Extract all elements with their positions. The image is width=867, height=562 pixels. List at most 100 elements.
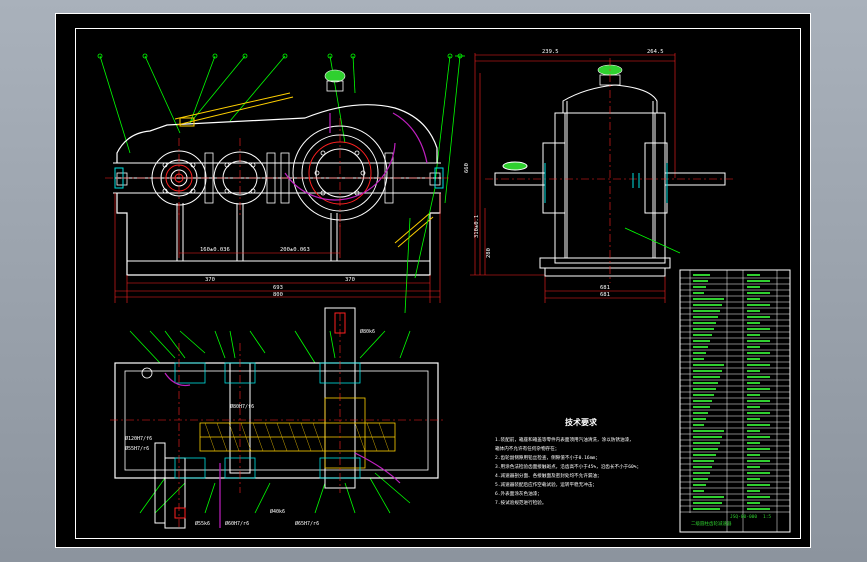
outer-border — [55, 13, 811, 548]
parts-list-row-mark — [693, 466, 712, 468]
title-block-code: JSQ-00-000 — [730, 514, 757, 520]
parts-list-row-mark — [693, 496, 724, 498]
parts-list-row-mark — [693, 340, 710, 342]
parts-list-row-mark — [747, 478, 760, 480]
parts-list-row-mark — [747, 454, 760, 456]
dim-center-distance-2: 200±0.063 — [280, 247, 310, 253]
parts-list-row-mark — [693, 322, 716, 324]
parts-list-row-mark — [747, 352, 770, 354]
parts-list-row-mark — [693, 436, 722, 438]
dim-side-left: 239.5 — [542, 49, 559, 55]
dim-half-length-left: 370 — [205, 277, 215, 283]
fit-label-1: Ø120H7/f6 — [125, 435, 152, 442]
tech-line-4: 3.用涂色法检验齿面接触斑点，沿齿高不小于45%，沿齿长不小于60%； — [495, 463, 641, 470]
parts-list-row-mark — [747, 466, 760, 468]
fit-label-2: Ø55k6 — [195, 520, 210, 527]
parts-list-row-mark — [693, 502, 722, 504]
parts-list-row-mark — [747, 496, 770, 498]
vent-cap — [324, 69, 346, 92]
parts-list-row-mark — [747, 370, 760, 372]
parts-list-row-mark — [693, 508, 720, 510]
parts-list-row-mark — [693, 454, 716, 456]
parts-list-row-mark — [693, 484, 706, 486]
parts-list-row-mark — [693, 280, 708, 282]
parts-list-row-mark — [747, 382, 760, 384]
parts-list-row-mark — [693, 298, 724, 300]
dim-side-height: 660 — [464, 163, 470, 173]
parts-list-row-mark — [693, 364, 724, 366]
parts-list-row-mark — [747, 328, 770, 330]
parts-list-row-mark — [747, 412, 770, 414]
parts-list-row-mark — [747, 418, 760, 420]
title-block-name: 二级圆柱齿轮减速器 — [691, 520, 732, 527]
parts-list-row-mark — [693, 478, 708, 480]
parts-list-row-mark — [693, 418, 706, 420]
parts-list-row-mark — [693, 490, 704, 492]
parts-list-row-mark — [747, 292, 770, 294]
parts-list-row-mark — [747, 436, 770, 438]
parts-list-row-mark — [693, 376, 720, 378]
front-view: 160±0.036 200±0.063 370 370 693 800 — [97, 53, 463, 314]
dim-base-length: 693 — [273, 285, 283, 291]
tech-line-8: 7.按试验规范进行检验。 — [495, 499, 546, 506]
side-view: 239.5 264.5 660 280 310±0.1 681 681 — [455, 49, 735, 303]
drawing-canvas: 160±0.036 200±0.063 370 370 693 800 — [55, 13, 811, 548]
parts-list-row-mark — [693, 382, 718, 384]
parts-list-row-mark — [693, 430, 724, 432]
tech-line-5: 4.减速器剖分面、各接触面及密封处均不允许漏油； — [495, 472, 602, 479]
dim-side-axis-height: 310±0.1 — [474, 215, 480, 238]
tech-line-3: 2.齿轮副侧隙用铅丝检查，侧隙值不小于0.16mm； — [495, 454, 600, 461]
parts-list-row-mark — [747, 490, 760, 492]
parts-list: 二级圆柱齿轮减速器 JSQ-00-000 1:5 — [679, 269, 791, 533]
parts-list-row-mark — [747, 274, 760, 276]
parts-list-row-mark — [693, 412, 708, 414]
parts-list-row-mark — [693, 388, 716, 390]
parts-list-row-mark — [747, 322, 760, 324]
fit-label-4: Ø60H7/r6 — [225, 520, 249, 527]
parts-list-row-mark — [693, 460, 714, 462]
tech-line-1: 1.装配前，箱座和箱盖等零件内表面须用汽油清洗，涂以防锈油漆， — [495, 436, 634, 443]
parts-list-row-mark — [693, 286, 706, 288]
parts-list-row-mark — [747, 448, 770, 450]
parts-list-row-mark — [747, 460, 770, 462]
parts-list-row-mark — [693, 346, 708, 348]
dipstick — [174, 92, 434, 248]
parts-list-row-mark — [747, 424, 770, 426]
parts-list-row-mark — [747, 334, 760, 336]
drawing-sheet: 160±0.036 200±0.063 370 370 693 800 — [55, 13, 811, 548]
parts-list-row-mark — [693, 424, 704, 426]
fit-label-3: Ø80H7/f6 — [230, 403, 254, 410]
dim-center-distance-1: 160±0.036 — [200, 247, 230, 253]
parts-list-row-mark — [747, 400, 770, 402]
dim-side-width-1: 681 — [600, 285, 610, 291]
fit-label-8: Ø55H7/r6 — [125, 445, 149, 452]
parts-list-row-mark — [747, 286, 760, 288]
parts-list-row-mark — [747, 280, 770, 282]
parts-list-row-mark — [747, 484, 770, 486]
parts-list-row-mark — [747, 346, 760, 348]
parts-list-row-mark — [747, 376, 770, 378]
parts-list-row-mark — [693, 274, 710, 276]
tech-line-2: 箱体内不允许有任何杂物存在； — [495, 445, 559, 452]
parts-list-row-mark — [747, 358, 760, 360]
inner-border — [75, 28, 801, 539]
parts-list-row-mark — [747, 502, 760, 504]
parts-list-row-mark — [747, 298, 760, 300]
parts-list-row-mark — [693, 406, 710, 408]
parts-list-row-mark — [693, 328, 714, 330]
parts-list-row-mark — [747, 472, 770, 474]
fit-label-5: Ø65H7/r6 — [295, 520, 319, 527]
parts-list-row-mark — [747, 340, 770, 342]
parts-list-row-mark — [693, 358, 704, 360]
parts-list-row-mark — [747, 394, 760, 396]
parts-list-row-mark — [747, 508, 770, 510]
parts-list-row-mark — [747, 442, 760, 444]
title-block-scale: 1:5 — [763, 514, 771, 520]
parts-list-row-mark — [693, 394, 714, 396]
parts-list-row-mark — [693, 400, 712, 402]
parts-list-row-mark — [693, 352, 706, 354]
top-section-view: Ø120H7/f6 Ø55k6 Ø80H7/f6 Ø60H7/r6 Ø65H7/… — [110, 307, 445, 529]
technical-requirements: 技术要求 1.装配前，箱座和箱盖等零件内表面须用汽油清洗，涂以防锈油漆， 箱体内… — [495, 417, 641, 506]
parts-list-row-mark — [693, 304, 722, 306]
